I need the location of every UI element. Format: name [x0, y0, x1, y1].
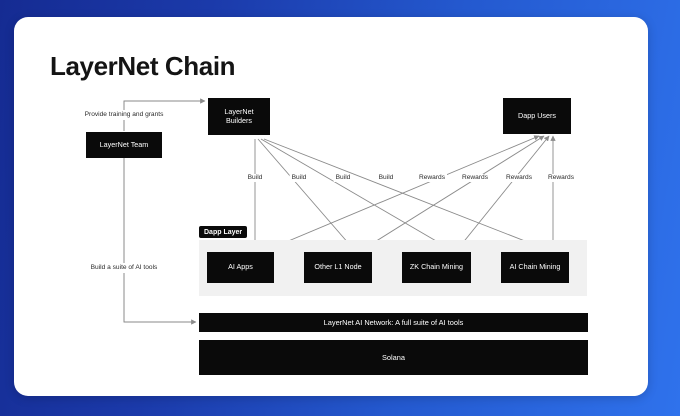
edge-build-4 — [263, 138, 554, 253]
edge-label-rewards-1: Rewards — [416, 174, 448, 182]
node-zk-chain-mining[interactable]: ZK Chain Mining — [402, 252, 471, 283]
label-build-a-suite-of-ai-tools: Build a suite of AI tools — [87, 263, 161, 273]
node-ai-chain-mining[interactable]: AI Chain Mining — [501, 252, 569, 283]
bar-solana[interactable]: Solana — [199, 340, 588, 375]
edge-label-rewards-3: Rewards — [503, 174, 535, 182]
label-provide-training-and-grants: Provide training and grants — [81, 110, 167, 120]
edge-label-build-3: Build — [333, 174, 353, 182]
node-label-line2: Builders — [226, 115, 252, 125]
node-ai-apps[interactable]: AI Apps — [207, 252, 274, 283]
edge-label-rewards-4: Rewards — [545, 174, 577, 182]
node-layernet-team[interactable]: LayerNet Team — [86, 132, 162, 158]
edge-label-build-1: Build — [245, 174, 265, 182]
bar-layernet-ai-network[interactable]: LayerNet AI Network: A full suite of AI … — [199, 313, 588, 332]
edge-rewards-2 — [353, 135, 545, 256]
dapp-layer-badge: Dapp Layer — [199, 226, 248, 238]
edge-build-3 — [260, 138, 456, 253]
node-label-line1: LayerNet — [224, 106, 254, 116]
node-layernet-builders[interactable]: LayerNet Builders — [208, 98, 270, 135]
edge-rewards-3 — [452, 135, 550, 256]
edge-build-2 — [257, 138, 357, 253]
edge-team-to-ainetwork — [123, 157, 197, 325]
edge-label-build-4: Build — [376, 174, 396, 182]
edge-rewards-1 — [254, 135, 540, 256]
edge-label-rewards-2: Rewards — [459, 174, 491, 182]
content-card: LayerNet Chain — [14, 17, 648, 396]
page-title: LayerNet Chain — [50, 51, 236, 81]
edge-label-build-2: Build — [289, 174, 309, 182]
architecture-diagram: LayerNet Builders Dapp Users LayerNet Te… — [14, 17, 648, 396]
node-other-l1-node[interactable]: Other L1 Node — [304, 252, 372, 283]
node-dapp-users[interactable]: Dapp Users — [503, 98, 571, 134]
